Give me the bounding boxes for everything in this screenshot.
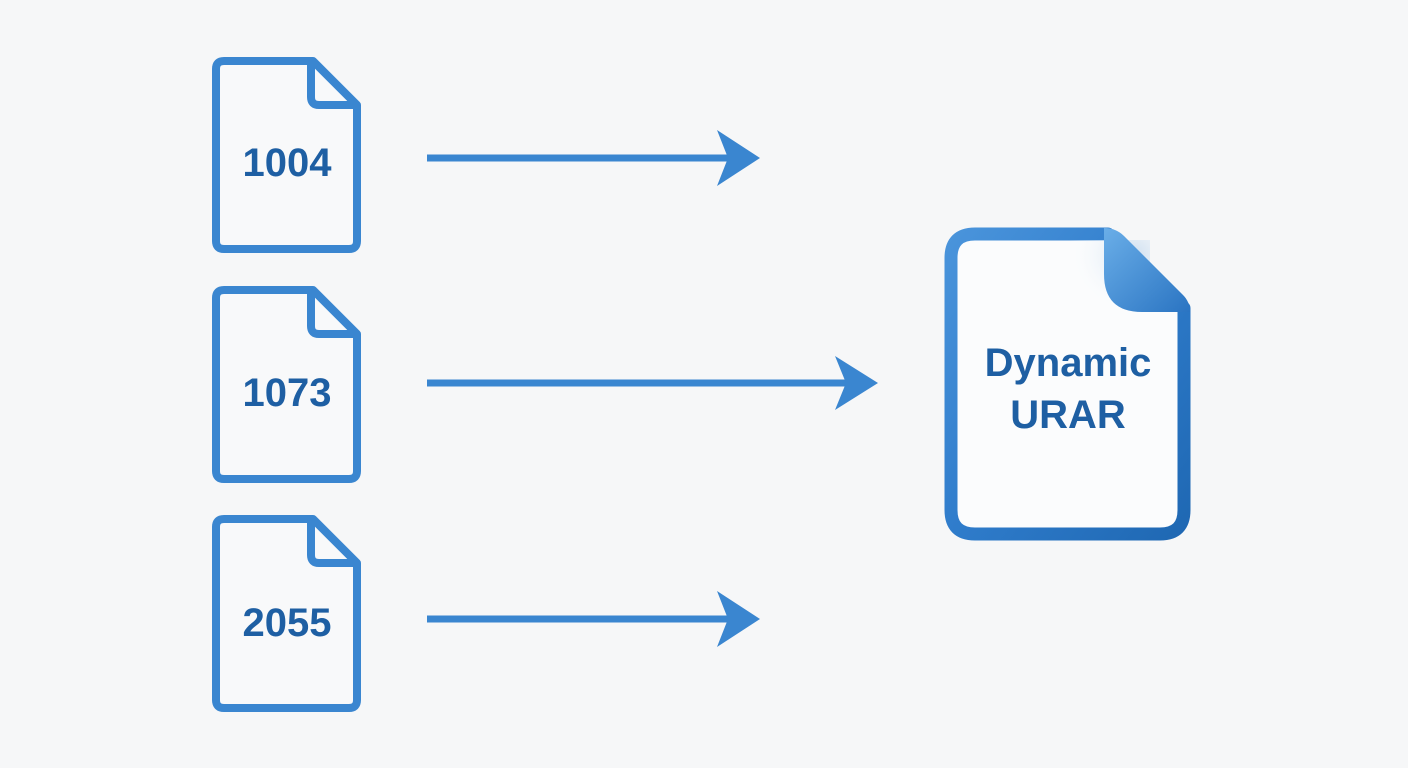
folded-corner <box>307 519 357 567</box>
folded-corner <box>307 61 357 109</box>
source-label: 1004 <box>243 141 333 185</box>
connector-1073 <box>427 356 878 410</box>
arrow-right-icon <box>717 591 760 647</box>
folded-corner <box>1104 228 1190 312</box>
target-label-line-1: Dynamic <box>985 341 1152 385</box>
target-label-line-2: URAR <box>1010 393 1126 437</box>
target-document-dynamic-urar: Dynamic URAR <box>944 227 1191 541</box>
folded-corner <box>307 290 357 338</box>
connector-2055 <box>427 591 760 647</box>
arrow-right-icon <box>717 130 760 186</box>
source-label: 1073 <box>243 371 332 415</box>
source-document-1004: 1004 <box>212 57 361 253</box>
source-label: 2055 <box>243 601 332 645</box>
source-document-2055: 2055 <box>212 515 361 712</box>
arrow-right-icon <box>835 356 878 410</box>
source-document-1073: 1073 <box>212 286 361 483</box>
connector-1004 <box>427 130 760 186</box>
